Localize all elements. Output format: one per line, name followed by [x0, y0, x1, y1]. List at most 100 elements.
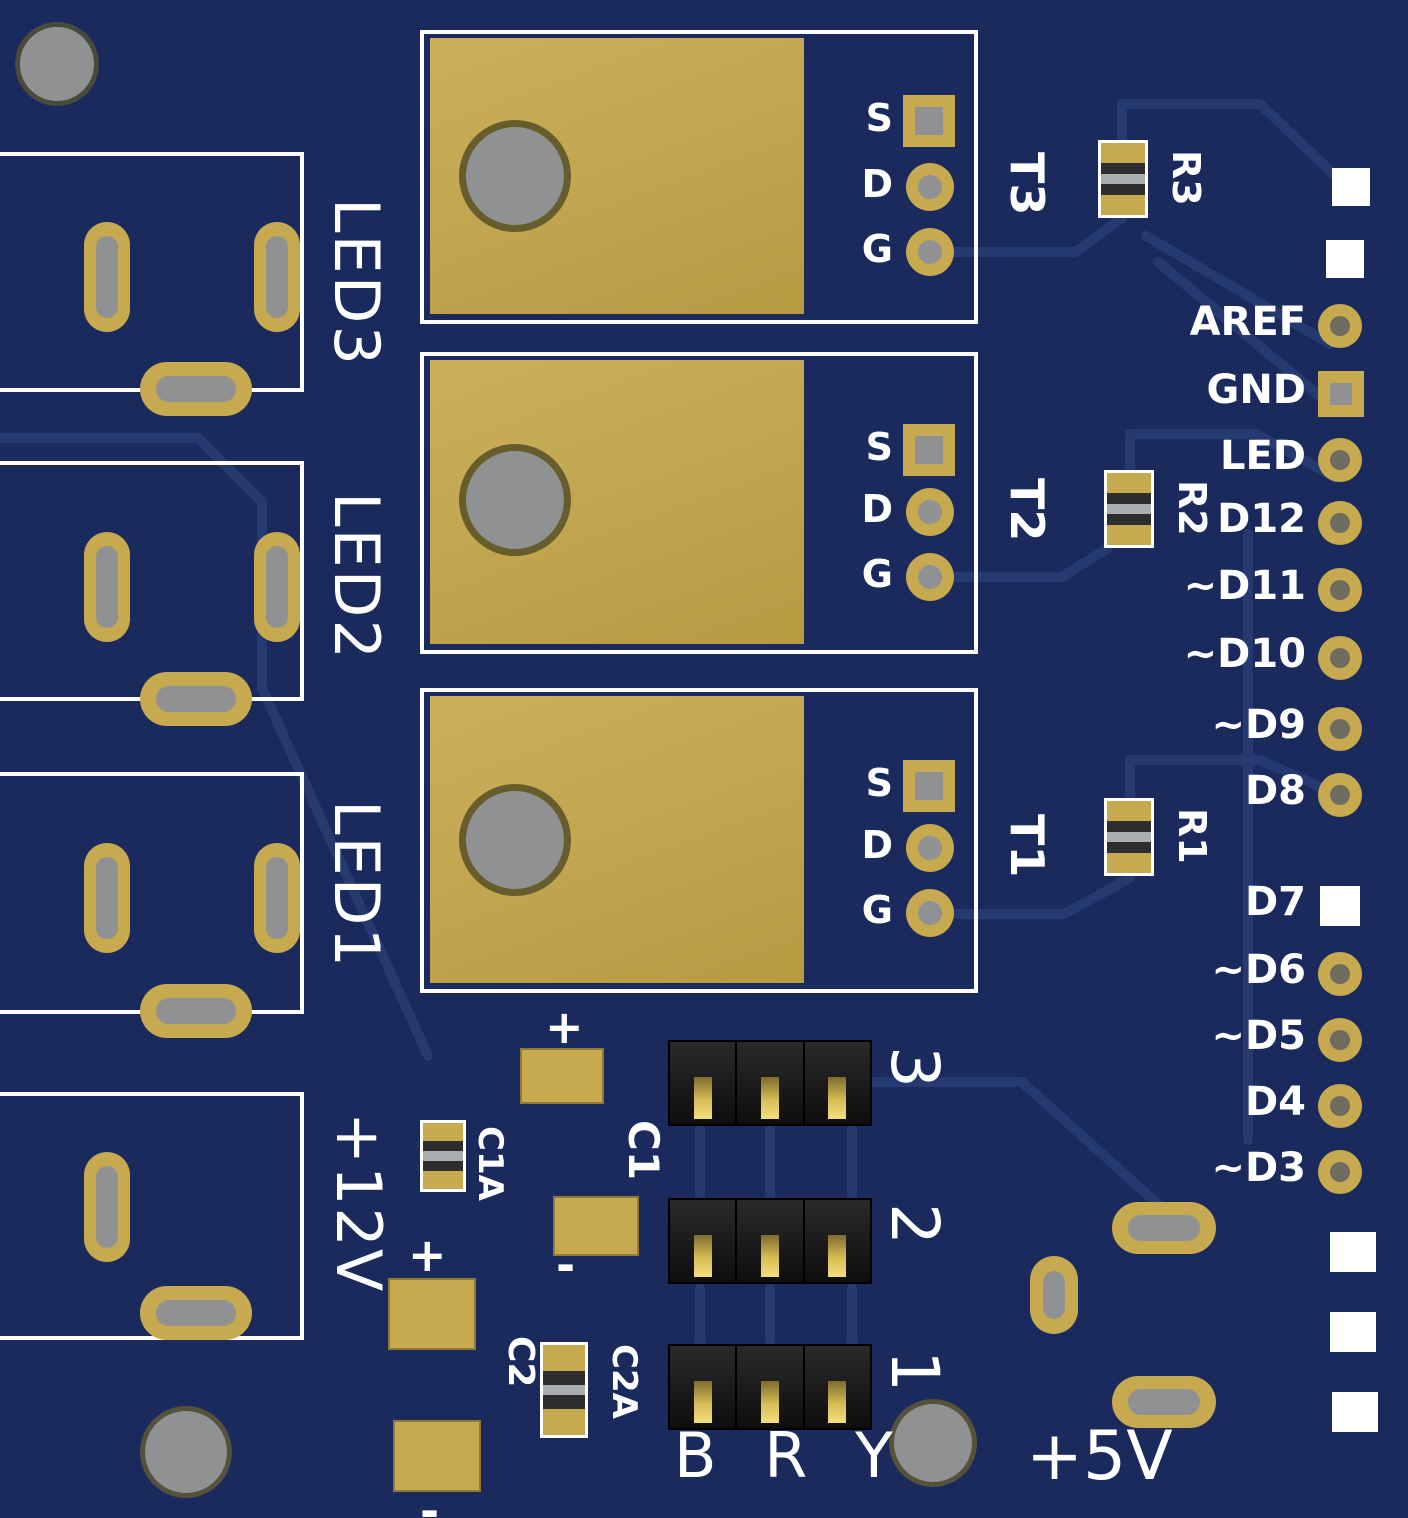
cap-c1-pad-bottom [553, 1196, 639, 1256]
pad-hole [915, 436, 943, 464]
jumper-header-3 [668, 1040, 872, 1126]
smd-pad [1101, 195, 1145, 215]
header-cell [804, 1200, 870, 1282]
plus5v-label: +5V [1026, 1417, 1173, 1496]
connector-led1-pad-b [254, 843, 300, 953]
header-label-d7: D7 [1244, 879, 1306, 925]
smd-pad [423, 1123, 463, 1141]
cap-c1-plus-mark: + [545, 1000, 584, 1054]
resistor-r3-label: R3 [1164, 150, 1208, 206]
connector-12v-label: +12V [322, 1112, 395, 1294]
header-pad-aref [1318, 304, 1362, 348]
jumper-header-3-label: 3 [876, 1046, 953, 1088]
pad-hole [918, 175, 942, 199]
header-label-d5: ~D5 [1211, 1013, 1306, 1059]
header-cell [804, 1346, 870, 1428]
smd-pad [543, 1345, 585, 1371]
pad-slot [96, 857, 118, 939]
pad-slot [266, 857, 288, 939]
smd-pad [1107, 525, 1151, 545]
connector-12v-pad-a [84, 1152, 130, 1262]
header-pin [760, 1077, 779, 1119]
header-pin [693, 1235, 712, 1277]
bry-label: B R Y [674, 1419, 907, 1492]
header-pad-gnd [1318, 371, 1364, 417]
mosfet-t2-pad-g [906, 553, 954, 601]
connector-led3-pad-a [84, 222, 130, 332]
header-label-d3: ~D3 [1211, 1145, 1306, 1191]
mosfet-t3-pad-g [906, 228, 954, 276]
pad-slot [156, 686, 236, 712]
smd-pad [543, 1409, 585, 1435]
cap-c1-pad-top [520, 1048, 604, 1104]
header-pin [828, 1077, 847, 1119]
cap-c2-plus-mark: + [408, 1228, 447, 1282]
pad-slot [1043, 1271, 1065, 1319]
header-pad-d11 [1318, 568, 1362, 612]
connector-led3-pad-c [140, 362, 252, 416]
pad-hole [1330, 1030, 1350, 1050]
trace [1125, 755, 1341, 805]
pad-hole [1330, 450, 1350, 470]
connector-led3-label: LED3 [320, 198, 393, 367]
pad-hole [918, 500, 942, 524]
smd-stripe [1107, 504, 1151, 514]
pad-hole [1330, 580, 1350, 600]
pad-oval-h-top [1112, 1202, 1216, 1254]
connector-12v-pad-b [140, 1286, 252, 1340]
jumper-header-2-label: 2 [876, 1203, 953, 1245]
mosfet-t1-pad-g [906, 889, 954, 937]
mosfet-t2-label: T2 [1000, 478, 1054, 542]
smd-pad-white [1326, 240, 1364, 278]
mosfet-t2-pad-d [906, 488, 954, 536]
header-label-led: LED [1219, 433, 1306, 479]
cap-c2-pad-bottom [393, 1420, 481, 1492]
header-pin [760, 1381, 779, 1423]
header-label-aref: AREF [1189, 299, 1306, 345]
header-pin [828, 1235, 847, 1277]
pad-hole [1330, 964, 1350, 984]
header-pad-d9 [1318, 707, 1362, 751]
pad-hole [1330, 785, 1350, 805]
mosfet-t1-pin-s-label: S [865, 761, 893, 805]
header-cell [670, 1346, 738, 1428]
connector-led1-pad-a [84, 843, 130, 953]
mosfet-t3-pin-d-label: D [861, 162, 893, 206]
pad-hole [1330, 383, 1352, 405]
trace [869, 1077, 1165, 1211]
pad-hole [918, 836, 942, 860]
mosfet-t3-pin-g-label: G [861, 227, 893, 271]
jumper-header-2 [668, 1198, 872, 1284]
smd-pad [423, 1171, 463, 1189]
trace [941, 213, 1127, 257]
smd-pad-white [1332, 1392, 1378, 1432]
jumper-header-1-label: 1 [876, 1350, 953, 1392]
smd-pad [1107, 473, 1151, 493]
cap-c1a-label: C1A [470, 1126, 510, 1201]
header-pad-d12 [1318, 501, 1362, 545]
pad-slot [266, 236, 288, 318]
header-label-d4: D4 [1244, 1079, 1306, 1125]
trace [1153, 257, 1339, 413]
pad-slot [156, 998, 236, 1024]
mosfet-t2-outline [420, 352, 978, 654]
mosfet-t3-pad-d [906, 163, 954, 211]
mosfet-t1-hole [459, 784, 571, 896]
connector-led2-pad-a [84, 532, 130, 642]
connector-led2-pad-c [140, 672, 252, 726]
trace [1117, 99, 1353, 193]
connector-led1-label: LED1 [320, 800, 393, 969]
pad-slot [96, 236, 118, 318]
mosfet-t1-pad-d [906, 824, 954, 872]
pad-slot [96, 546, 118, 628]
mounting-hole-bottom-center [889, 1399, 977, 1487]
header-label-d10: ~D10 [1183, 631, 1306, 677]
mosfet-t3-outline [420, 30, 978, 324]
smd-stripe [423, 1151, 463, 1161]
mosfet-t2-pin-d-label: D [861, 487, 893, 531]
connector-led1-pad-c [140, 984, 252, 1038]
mosfet-t3-pad-s [903, 95, 955, 147]
mosfet-t1-pin-g-label: G [861, 888, 893, 932]
pad-hole [918, 901, 942, 925]
cap-c2a [540, 1342, 588, 1438]
